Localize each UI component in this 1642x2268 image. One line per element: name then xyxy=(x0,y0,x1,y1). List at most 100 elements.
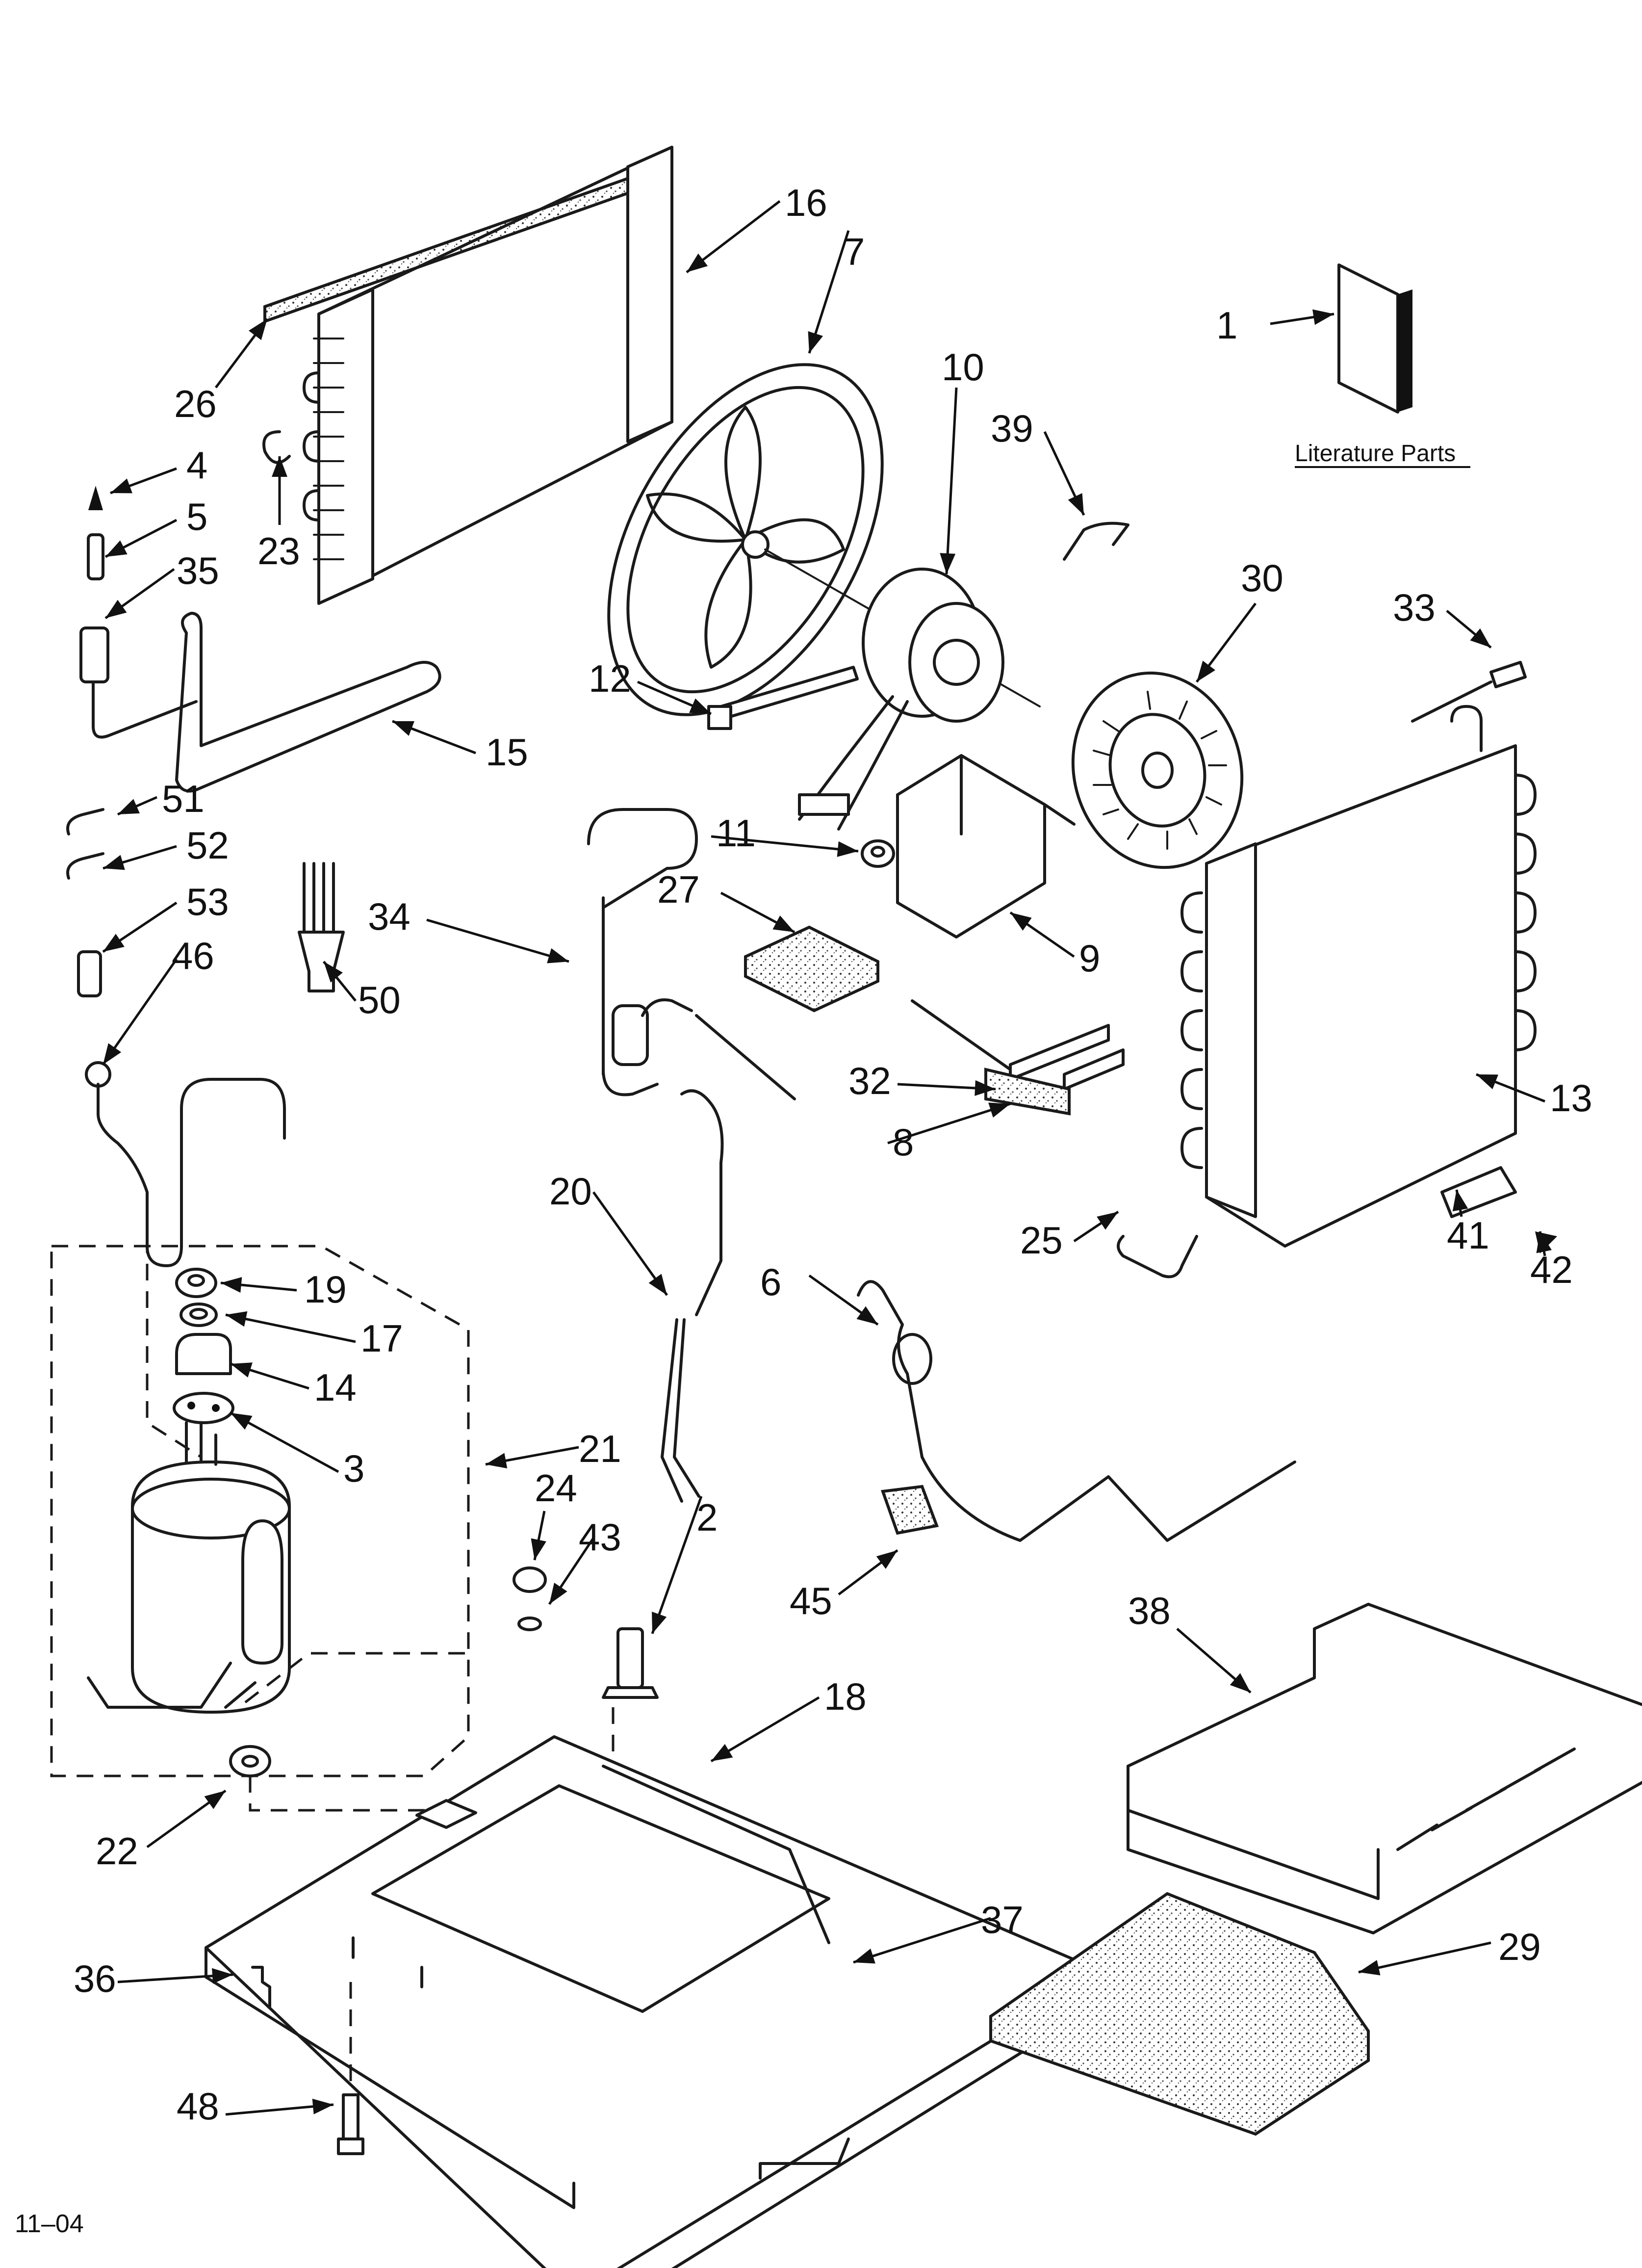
callout-30: 30 xyxy=(1241,556,1283,600)
callout-34: 34 xyxy=(368,895,410,938)
callout-5: 5 xyxy=(186,495,207,538)
callout-50: 50 xyxy=(358,978,401,1021)
leader-arrowhead xyxy=(988,1102,1010,1118)
callout-labels: 1 2 3 4 5 6 7 8 9 10 11 12 13 14 15 16 1… xyxy=(74,181,1592,2128)
leader-arrowhead xyxy=(1197,660,1215,682)
leader-line xyxy=(887,1102,1011,1145)
leader-arrowhead xyxy=(204,1791,226,1809)
heater-wire-part xyxy=(857,1280,1296,1542)
leader-arrowhead xyxy=(1470,628,1491,648)
callout-46: 46 xyxy=(172,934,214,977)
blower-wheel-part xyxy=(1071,671,1244,869)
grommet-part xyxy=(229,1745,472,1948)
leader-arrowhead xyxy=(486,1453,508,1469)
clip-36-part xyxy=(251,1966,271,2008)
clip-39-part xyxy=(1063,521,1129,561)
capillary-set-part xyxy=(66,808,286,1267)
callout-24: 24 xyxy=(535,1466,577,1510)
callout-43: 43 xyxy=(579,1515,621,1559)
washer-17-part xyxy=(180,1303,218,1327)
callout-1: 1 xyxy=(1216,304,1237,347)
fan-shroud-part xyxy=(607,363,884,716)
leader-line xyxy=(945,387,958,574)
clamp-part xyxy=(1117,1235,1198,1278)
callout-3: 3 xyxy=(343,1447,364,1490)
capillary-assembly-part xyxy=(79,486,198,739)
motor-bracket-part xyxy=(896,754,1076,938)
callout-7: 7 xyxy=(844,230,865,273)
leader-line xyxy=(710,1696,820,1763)
callout-15: 15 xyxy=(486,730,528,774)
base-pan-part xyxy=(205,1707,1105,2268)
leader-arrowhead xyxy=(231,1413,253,1430)
leader-arrowhead xyxy=(687,253,708,272)
tube-connector-part xyxy=(695,999,1125,1100)
callout-18: 18 xyxy=(824,1675,867,1718)
screw-48-part xyxy=(337,1982,364,2155)
callout-4: 4 xyxy=(186,443,207,487)
callout-33: 33 xyxy=(1393,586,1436,629)
leader-arrowhead xyxy=(975,1080,996,1096)
callout-13: 13 xyxy=(1550,1076,1592,1120)
callout-29: 29 xyxy=(1498,1925,1541,1968)
leader-arrowhead xyxy=(231,1362,253,1378)
callout-27: 27 xyxy=(657,868,700,911)
callout-53: 53 xyxy=(186,880,229,923)
callout-16: 16 xyxy=(785,181,827,224)
foam-pad-45-part xyxy=(880,1485,939,1535)
evaporator-coil-part xyxy=(1180,705,1537,1248)
filter-part xyxy=(989,1892,1370,2136)
leader-arrowhead xyxy=(531,1538,546,1560)
leader-arrowhead xyxy=(312,2098,334,2114)
leader-line xyxy=(426,918,569,963)
leader-arrowhead xyxy=(856,1306,878,1325)
leader-arrowhead xyxy=(1230,1673,1251,1693)
literature-booklet-part xyxy=(1337,263,1412,414)
leader-arrowhead xyxy=(103,1043,122,1065)
leader-line xyxy=(808,230,850,354)
compressor-part xyxy=(87,1421,471,1714)
callout-6: 6 xyxy=(760,1260,781,1303)
leader-arrowhead xyxy=(249,319,267,340)
foam-strip-part xyxy=(263,172,641,324)
terminal-part xyxy=(602,1627,659,1699)
leader-arrowhead xyxy=(876,1550,898,1569)
leader-arrowhead xyxy=(772,915,795,932)
callout-14: 14 xyxy=(314,1366,357,1409)
leader-line xyxy=(1358,1941,1491,1974)
leader-arrowhead xyxy=(837,841,858,857)
leader-arrowhead xyxy=(103,855,125,870)
wire-harness-part xyxy=(661,1089,724,1503)
callout-2: 2 xyxy=(696,1496,718,1539)
callout-19: 19 xyxy=(304,1268,347,1311)
leader-arrowhead xyxy=(110,478,132,494)
callout-42: 42 xyxy=(1530,1248,1573,1291)
callout-20: 20 xyxy=(549,1170,592,1213)
nut-part xyxy=(861,839,895,868)
leader-arrowhead xyxy=(1010,912,1032,931)
leader-line xyxy=(711,835,859,853)
nut-24-part xyxy=(513,1566,547,1593)
leader-arrowhead xyxy=(1359,1960,1381,1976)
leader-arrowhead xyxy=(1536,1231,1552,1253)
leader-arrowhead xyxy=(392,721,414,736)
leader-line xyxy=(651,1496,703,1634)
leader-arrowhead xyxy=(103,934,125,952)
callout-8: 8 xyxy=(893,1121,914,1164)
leader-arrowhead xyxy=(547,948,569,964)
grille-part xyxy=(1127,1603,1642,1934)
callout-10: 10 xyxy=(942,345,984,389)
callout-26: 26 xyxy=(174,382,217,425)
callout-22: 22 xyxy=(96,1829,138,1873)
leader-arrowhead xyxy=(105,600,127,618)
leader-arrowhead xyxy=(324,962,343,983)
callout-12: 12 xyxy=(589,657,631,700)
nut-19-part xyxy=(175,1268,217,1298)
leader-arrowhead xyxy=(853,1948,875,1964)
condenser-coil-part xyxy=(303,146,673,605)
literature-parts-caption: Literature Parts xyxy=(1295,441,1456,467)
callout-21: 21 xyxy=(579,1427,621,1470)
leader-arrowhead xyxy=(105,540,128,557)
leader-arrowhead xyxy=(221,1277,242,1293)
